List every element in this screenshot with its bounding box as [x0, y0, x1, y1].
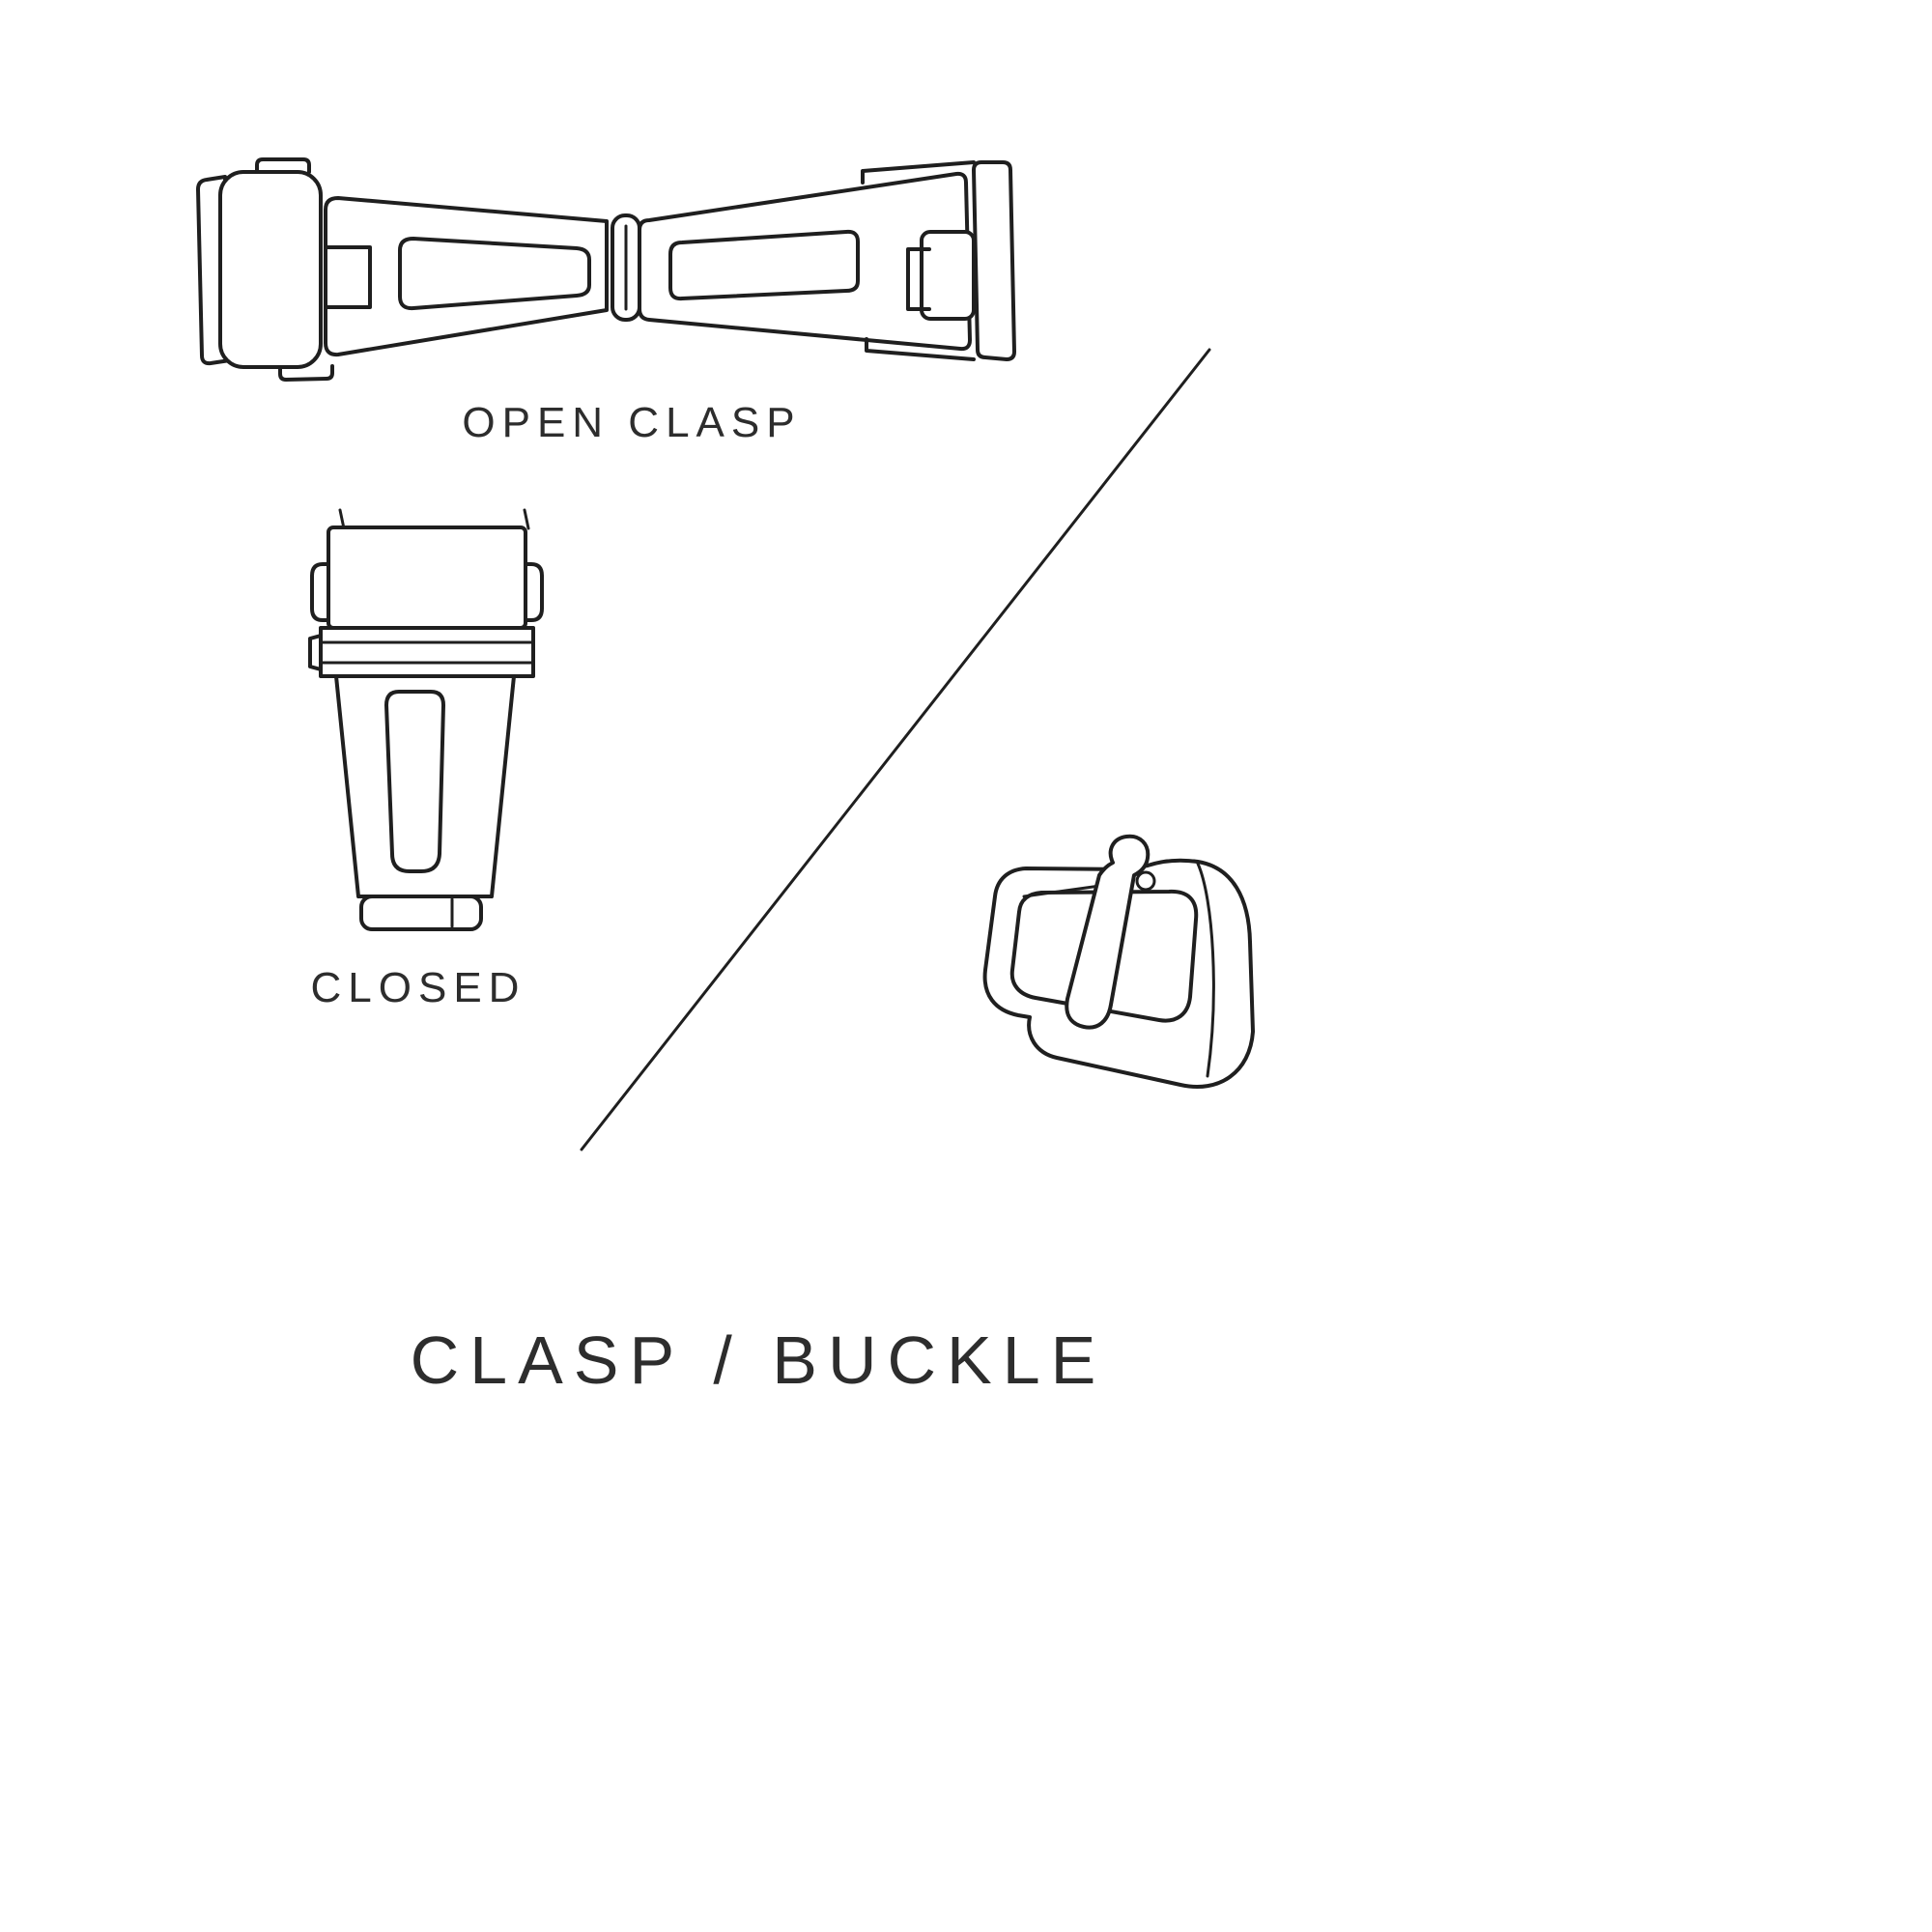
open-clasp-right-blade-inner: [668, 229, 860, 301]
buckle-bar-end: [1135, 870, 1156, 892]
closed-clasp-slot: [384, 690, 445, 873]
open-clasp-right-blade: [638, 171, 972, 352]
closed-clasp-body: [334, 674, 516, 898]
divider-line: [580, 348, 1211, 1151]
buckle-spring-bar: [1022, 883, 1109, 898]
closed-clasp-caption: CLOSED: [310, 964, 526, 1011]
closed-clasp-illustration: [308, 508, 544, 931]
buckle-tang: [1065, 834, 1151, 1030]
open-clasp-bottom-tab: [278, 364, 334, 382]
open-clasp-right-end-bar: [972, 160, 1016, 361]
open-clasp-top-tab: [255, 157, 311, 174]
buckle-band-edge: [1196, 862, 1215, 1078]
open-clasp-right-plate: [920, 230, 976, 321]
closed-clasp-left-ear: [310, 562, 331, 622]
open-clasp-left-blade: [324, 196, 609, 357]
open-clasp-right-top-step: [861, 160, 976, 185]
open-clasp-caption: OPEN CLASP: [462, 399, 802, 446]
closed-clasp-right-ear: [523, 562, 544, 622]
open-clasp-left-notch: [325, 245, 372, 309]
closed-clasp-left-prong: [338, 508, 346, 530]
open-clasp-left-blade-inner: [398, 237, 591, 311]
open-clasp-right-hook: [906, 247, 931, 311]
closed-clasp-band: [319, 626, 535, 678]
closed-clasp-bottom-bar: [359, 895, 483, 931]
page-title: CLASP / BUCKLE: [410, 1322, 1107, 1398]
closed-clasp-cover: [327, 526, 527, 630]
open-clasp-illustration: [196, 157, 1016, 382]
closed-clasp-right-prong: [523, 508, 530, 530]
buckle-illustration: [982, 834, 1255, 1089]
open-clasp-right-bottom-step: [865, 337, 976, 361]
closed-clasp-band-notch: [308, 634, 323, 671]
open-clasp-end-link: [218, 170, 323, 369]
